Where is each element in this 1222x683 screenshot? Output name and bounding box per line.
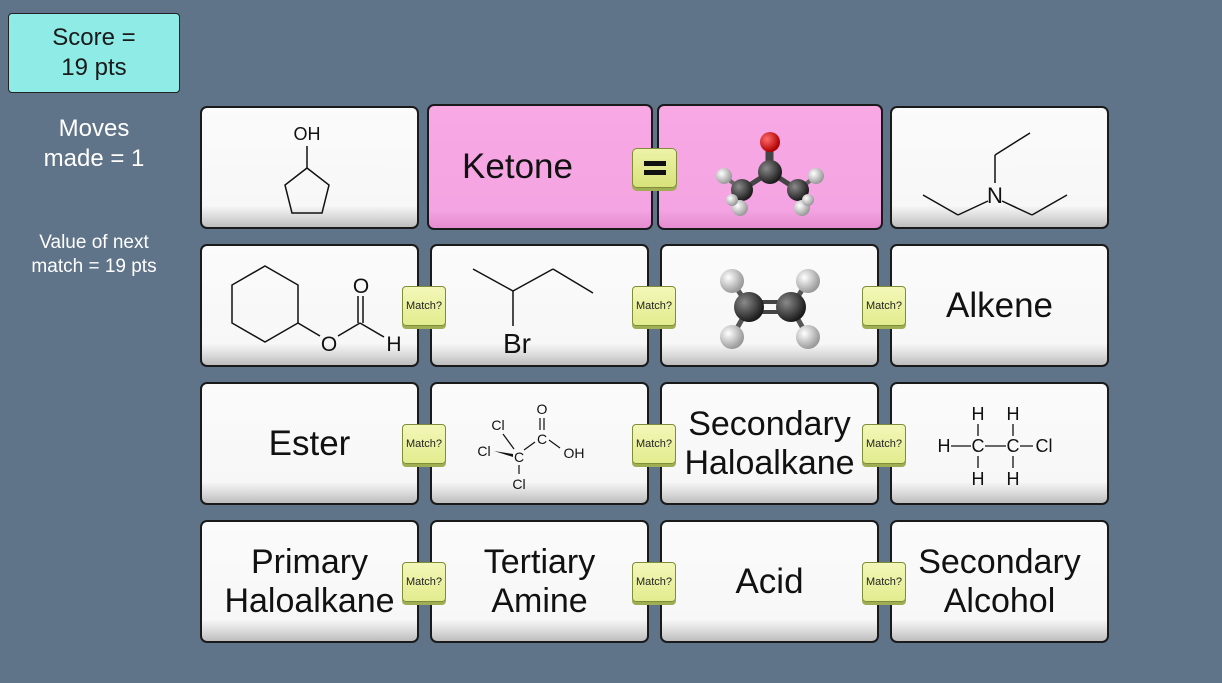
card-ethene-model[interactable] [660, 244, 879, 367]
c1-label: C [971, 436, 984, 456]
card-label: Primary Haloalkane [224, 543, 394, 621]
o-label: O [536, 401, 547, 417]
next-match-points: match = 19 pts [31, 256, 157, 277]
match-button[interactable]: Match? [632, 562, 676, 602]
next-match-value: Value of next match = 19 pts [8, 231, 180, 279]
card-acetone-model[interactable] [657, 104, 883, 230]
cl-label: Cl [1035, 436, 1052, 456]
trichloroacetic-acid-structure-image: O C OH C Cl Cl Cl [477, 401, 584, 492]
card-bromobutane[interactable]: Br [430, 244, 649, 367]
match-button[interactable]: Match? [862, 424, 906, 464]
card-chloroethane[interactable]: H H H C C Cl H H [890, 382, 1109, 505]
o-carbonyl-label: O [352, 275, 368, 298]
cyclopentanol-structure-image: OH [283, 124, 330, 214]
next-match-label: Value of next [39, 232, 149, 253]
card-label: Ketone [462, 147, 573, 186]
card-label: Ester [268, 423, 351, 463]
card-label: Tertiary Amine [484, 543, 595, 621]
card-label-line2: Haloalkane [684, 443, 855, 482]
bromobutane-structure-image: Br [472, 267, 593, 359]
moves-value: made = 1 [43, 145, 145, 172]
h-bottom-1: H [971, 469, 984, 489]
h-bottom-2: H [1006, 469, 1019, 489]
chloroethane-structure-image: H H H C C Cl H H [937, 404, 1052, 489]
cl-top-label: Cl [491, 417, 504, 433]
card-ester[interactable]: Ester [200, 382, 419, 505]
match-button[interactable]: Match? [402, 424, 446, 464]
card-tertiary-amine[interactable]: Tertiary Amine [430, 520, 649, 643]
moves-label: Moves [58, 115, 130, 142]
card-secondary-alcohol[interactable]: Secondary Alcohol [890, 520, 1109, 643]
c2-label: C [536, 431, 546, 447]
c-label: C [513, 449, 523, 465]
card-label: Secondary Haloalkane [684, 405, 854, 483]
cl-bottom-label: Cl [512, 476, 525, 492]
card-label: Acid [735, 561, 804, 601]
oh-label: OH [293, 124, 320, 144]
h-label: H [386, 333, 401, 356]
triethylamine-structure-image: N [922, 131, 1067, 216]
equals-icon [643, 161, 666, 175]
match-button[interactable]: Match? [632, 286, 676, 326]
match-button[interactable]: Match? [862, 286, 906, 326]
card-secondary-haloalkane[interactable]: Secondary Haloalkane [660, 382, 879, 505]
card-label-line1: Secondary [688, 404, 851, 443]
card-label: Alkene [945, 285, 1054, 325]
cl-left-label: Cl [477, 443, 490, 459]
equals-match-indicator [632, 148, 677, 188]
o-ester-label: O [320, 333, 336, 356]
br-label: Br [503, 328, 531, 359]
match-button[interactable]: Match? [632, 424, 676, 464]
match-button[interactable]: Match? [402, 286, 446, 326]
h-left: H [937, 436, 950, 456]
score-value: 19 pts [61, 54, 127, 81]
card-cyclopentanol[interactable]: OH [200, 106, 419, 229]
h-top-1: H [971, 404, 984, 424]
h-top-2: H [1006, 404, 1019, 424]
ethene-ball-and-stick-image [719, 268, 820, 349]
card-cyclohexyl-formate[interactable]: O O H [200, 244, 419, 367]
moves-counter: Moves made = 1 [8, 114, 180, 174]
cyclohexyl-formate-structure-image: O O H [230, 265, 401, 356]
card-label-line1: Primary [250, 542, 369, 581]
match-button[interactable]: Match? [862, 562, 906, 602]
card-ketone[interactable]: Ketone [427, 104, 653, 230]
card-alkene[interactable]: Alkene [890, 244, 1109, 367]
card-label-line2: Haloalkane [224, 581, 395, 620]
card-label-line2: Amine [491, 581, 588, 620]
card-trichloroacetic-acid[interactable]: O C OH C Cl Cl Cl [430, 382, 649, 505]
acetone-ball-and-stick-image [716, 132, 824, 216]
score-label: Score = [52, 24, 136, 51]
card-triethylamine[interactable]: N [890, 106, 1109, 229]
n-label: N [987, 183, 1003, 208]
card-primary-haloalkane[interactable]: Primary Haloalkane [200, 520, 419, 643]
oh-label: OH [563, 445, 584, 461]
match-button[interactable]: Match? [402, 562, 446, 602]
c2-label: C [1006, 436, 1019, 456]
card-label-line2: Alcohol [943, 581, 1056, 620]
score-box: Score = 19 pts [8, 13, 180, 93]
card-label-line1: Secondary [918, 542, 1081, 581]
card-label-line1: Tertiary [483, 542, 596, 581]
card-label: Secondary Alcohol [918, 543, 1081, 621]
card-acid[interactable]: Acid [660, 520, 879, 643]
